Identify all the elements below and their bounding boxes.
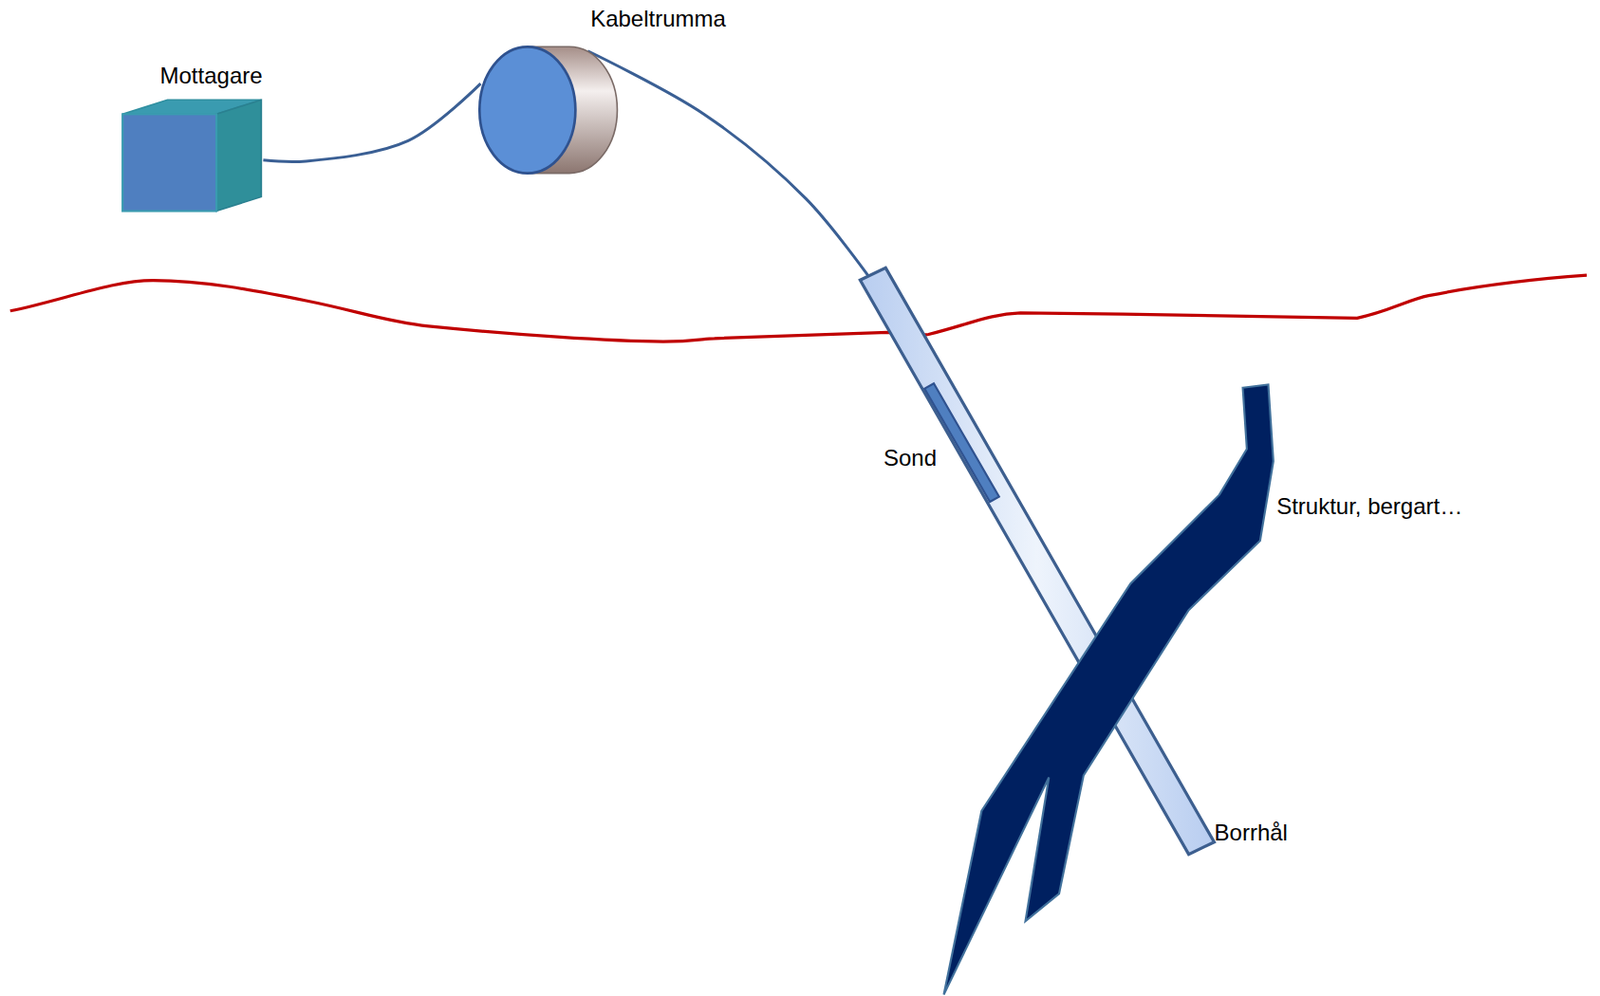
drum-face [479,46,576,173]
probe-outline [920,379,1004,506]
rock-structure-shape [944,384,1274,995]
receiver-side-face [216,99,261,211]
receiver-box-outline [120,95,266,215]
cable-drum-outline [475,42,622,178]
receiver-box: Mottagare [120,62,266,215]
cable-drum: Kabeltrumma [475,5,726,178]
ground-surface-line [10,275,1587,342]
rock-structure-outline [936,377,1280,996]
node-label: Mottagare [160,62,263,91]
node-label: Borrhål [1214,819,1288,848]
cable-connector [587,51,870,279]
probe-shape [924,383,999,503]
receiver-front-face [122,113,217,211]
node-label: Struktur, bergart… [1276,493,1463,521]
cable-connector [262,83,481,162]
rock-structure: Struktur, bergart… [936,377,1463,996]
probe: Sond [883,379,1004,506]
node-label: Kabeltrumma [590,5,726,34]
node-label: Sond [883,445,937,473]
